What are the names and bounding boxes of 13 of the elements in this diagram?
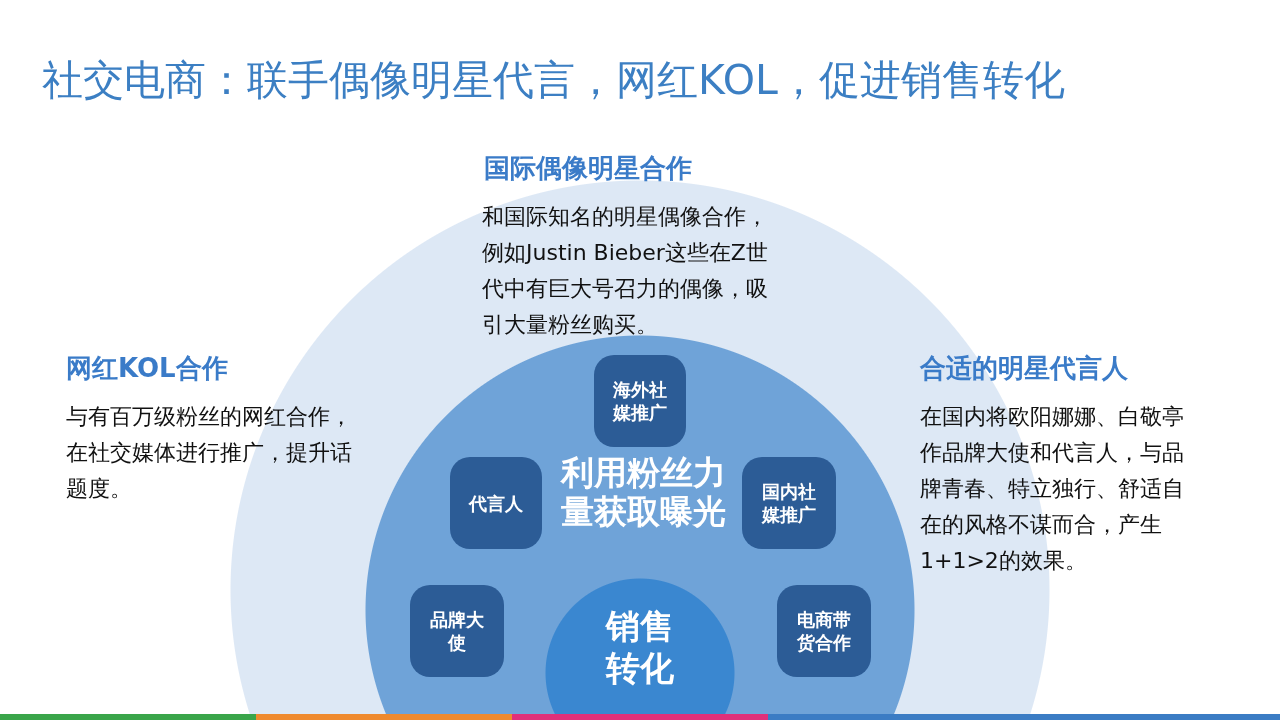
rounded-box: 国内社媒推广 [742,457,836,549]
rounded-box: 海外社媒推广 [594,355,686,447]
description-text: 在国内将欧阳娜娜、白敬亭作品牌大使和代言人，与品牌青春、特立独行、舒适自在的风格不谋而合，产生1+1>2的效果。 [920,403,1185,575]
description-text: 和国际知名的明星偶像合作，例如Justin Bieber这些在Z世代中有巨大号召力的偶像，吸引大量粉丝购买。 [482,203,769,339]
heading: 合适的明星代言人 [920,352,1128,384]
circle-text: 利用粉丝力量获取曝光 [559,453,727,531]
title: 社交电商：联手偶像明星代言，网红KOL，促进销售转化 [42,55,1065,106]
rounded-box: 电商带货合作 [777,585,871,677]
heading: 网红KOL合作 [66,352,228,384]
heading: 国际偶像明星合作 [484,152,692,184]
rounded-box: 代言人 [450,457,542,549]
rounded-box: 品牌大使 [410,585,504,677]
description-text: 与有百万级粉丝的网红合作，在社交媒体进行推广，提升话题度。 [66,403,353,503]
